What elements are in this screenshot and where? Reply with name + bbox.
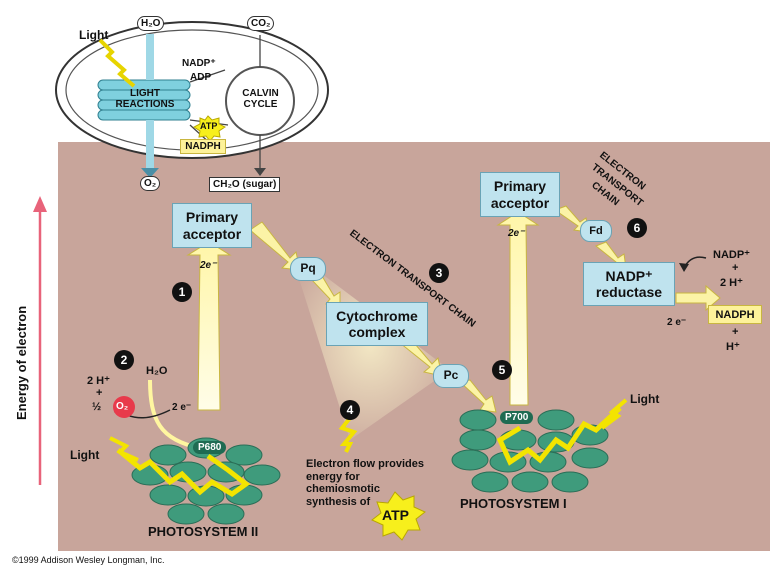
photosystem-2-label: PHOTOSYSTEM II xyxy=(148,524,259,539)
step-4-badge: 4 xyxy=(340,400,360,420)
atp-starburst xyxy=(371,491,426,541)
ps2-light-path xyxy=(116,448,251,497)
ps1-electron-label: 2e⁻ xyxy=(508,228,525,239)
chloroplast-co2-label: CO₂ xyxy=(247,16,275,31)
step-1-badge: 1 xyxy=(172,282,192,302)
chloroplast-nadph-label: NADPH xyxy=(180,139,226,154)
ps2-plus-label: + xyxy=(96,387,103,399)
etc2-h-label: H⁺ xyxy=(726,341,740,353)
photosystem-1-label: PHOTOSYSTEM I xyxy=(460,496,567,511)
ps2-2h-label: 2 H⁺ xyxy=(87,375,110,387)
ps2-h2o-label: H₂O xyxy=(146,365,168,377)
etc2-2e-label: 2 e⁻ xyxy=(667,317,687,328)
atp-label: ATP xyxy=(382,507,409,523)
ps2-electron-label: 2e⁻ xyxy=(200,260,217,271)
o2-molecule-icon xyxy=(113,396,135,418)
chloroplast-atp-label: ATP xyxy=(200,121,218,131)
nadph-product: NADPH xyxy=(708,305,762,324)
step-6-badge: 6 xyxy=(627,218,647,238)
etc2-plus-label: + xyxy=(732,262,739,274)
pc-carrier: Pc xyxy=(433,364,469,388)
ps1-electron-beam xyxy=(496,211,540,406)
chloroplast-light-label: Light xyxy=(79,28,109,42)
chloroplast-adp-label: ADP xyxy=(190,72,212,83)
chloroplast-nadp-label: NADP⁺ xyxy=(182,58,216,69)
calvin-cycle-label: CALVIN CYCLE xyxy=(242,88,279,110)
step-3-badge: 3 xyxy=(429,263,449,283)
sugar-label: CH₂O (sugar) xyxy=(209,177,281,192)
chloroplast-h2o-label: H₂O xyxy=(137,16,165,31)
p700-label: P700 xyxy=(500,411,534,424)
etc2-2h-label: 2 H⁺ xyxy=(720,277,743,289)
fd-carrier: Fd xyxy=(580,220,612,242)
ps2-light-label: Light xyxy=(70,448,100,462)
energy-axis-label: Energy of electron xyxy=(14,305,29,420)
thylakoid-stack-icon xyxy=(97,79,191,121)
electron-flow-text: Electron flow provides energy for chemio… xyxy=(306,458,424,508)
ps2-half-label: ½ xyxy=(92,401,102,413)
ps2-o2-label: O₂ xyxy=(116,401,129,412)
ps2-electron-beam xyxy=(186,241,232,411)
cytochrome-complex: Cytochrome complex xyxy=(326,302,428,346)
ps1-primary-acceptor: Primary acceptor xyxy=(480,172,560,217)
light-reactions-label: LIGHT REACTIONS xyxy=(115,88,175,110)
ps2-primary-acceptor: Primary acceptor xyxy=(172,203,252,248)
ps1-light-path xyxy=(496,406,622,466)
etc2-plus2-label: + xyxy=(732,326,739,338)
ps1-light-label: Light xyxy=(630,392,660,406)
step-2-badge: 2 xyxy=(114,350,134,370)
p680-label: P680 xyxy=(193,441,227,454)
copyright-text: ©1999 Addison Wesley Longman, Inc. xyxy=(12,555,165,565)
etc2-nadp-label: NADP⁺ xyxy=(713,249,750,261)
ps2-2e-label: 2 e⁻ xyxy=(172,402,192,413)
step-5-badge: 5 xyxy=(492,360,512,380)
pq-carrier: Pq xyxy=(290,257,326,281)
nadp-reductase: NADP⁺ reductase xyxy=(583,262,675,306)
chloroplast-o2-label: O₂ xyxy=(140,176,161,191)
